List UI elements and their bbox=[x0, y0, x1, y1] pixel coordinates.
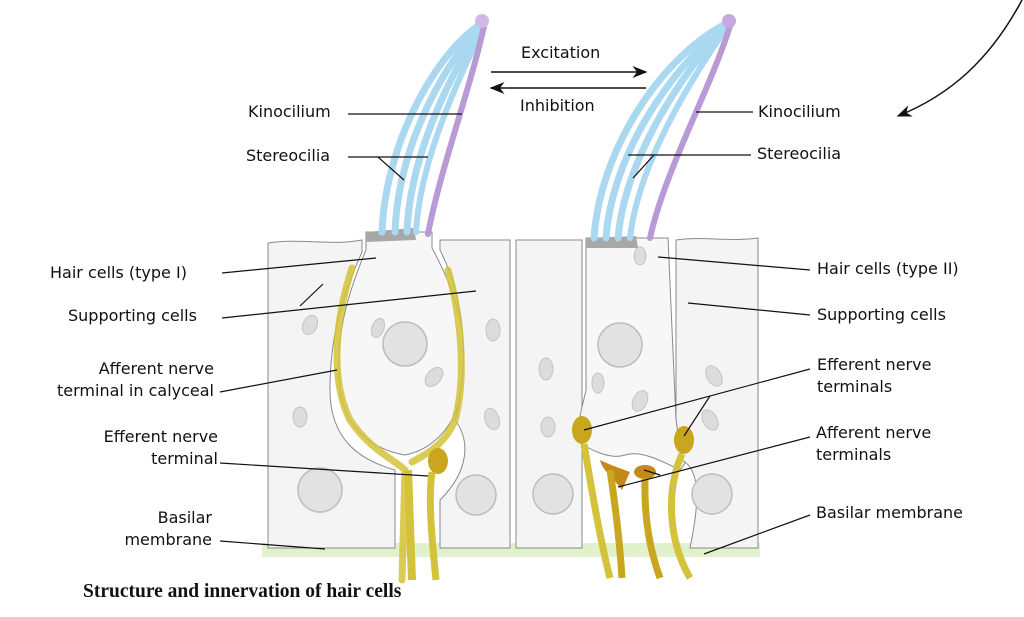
hair-cells-type-ii-label: Hair cells (type II) bbox=[817, 259, 959, 278]
basilar-membrane-line2: membrane bbox=[124, 530, 212, 549]
efferent-terminal-type-i bbox=[428, 448, 448, 474]
figure-caption: Structure and innervation of hair cells bbox=[83, 581, 402, 602]
stereocilia-label-right: Stereocilia bbox=[757, 144, 842, 163]
efferent-fiber-type-i bbox=[426, 471, 440, 581]
efferent-terminals-line1: Efferent nerve bbox=[817, 355, 932, 374]
kinocilium-label-right: Kinocilium bbox=[758, 102, 841, 121]
supporting-cells-label-right: Supporting cells bbox=[817, 305, 946, 324]
basilar-membrane-line1: Basilar bbox=[157, 508, 212, 527]
afferent-terminals-label: Afferent nerve terminals bbox=[816, 422, 931, 466]
efferent-terminals-label: Efferent nerve terminals bbox=[817, 354, 931, 398]
kinocilium-label-left: Kinocilium bbox=[248, 102, 331, 121]
leader-lines bbox=[219, 111, 811, 555]
supporting-cell-center bbox=[515, 239, 583, 549]
basilar-membrane-label-right: Basilar membrane bbox=[816, 503, 964, 522]
hair-bundle-right bbox=[590, 14, 736, 242]
afferent-calyceal-label: Afferent nerve terminal in calyceal bbox=[30, 358, 214, 402]
efferent-terminal-label: Efferent nerve terminal bbox=[40, 426, 218, 470]
excitation-label: Excitation bbox=[521, 43, 601, 62]
cuticular-plate-left bbox=[366, 228, 416, 242]
afferent-calyceal-line2: terminal in calyceal bbox=[57, 381, 214, 400]
nuclei bbox=[297, 321, 733, 516]
supporting-cells-label-left: Supporting cells bbox=[68, 306, 197, 325]
efferent-terminals-line2: terminals bbox=[817, 377, 893, 396]
efferent-terminal-line2: terminal bbox=[151, 449, 218, 468]
afferent-calyceal-line1: Afferent nerve bbox=[98, 359, 214, 378]
supporting-cell-right bbox=[675, 237, 759, 549]
afferent-fiber-type-i bbox=[404, 469, 416, 581]
stereocilia-label-left: Stereocilia bbox=[246, 146, 331, 165]
cuticular-plate-right bbox=[586, 236, 638, 248]
calyceal-afferent-terminal bbox=[333, 264, 465, 584]
basilar-membrane-label-left: Basilar membrane bbox=[60, 507, 212, 551]
efferent-terminal-line1: Efferent nerve bbox=[103, 427, 218, 446]
mitochondria bbox=[292, 246, 723, 438]
afferent-terminals-line1: Afferent nerve bbox=[816, 423, 932, 442]
afferent-terminals-line2: terminals bbox=[816, 445, 892, 464]
hair-cells-type-i-label: Hair cells (type I) bbox=[50, 263, 187, 282]
inhibition-label: Inhibition bbox=[520, 96, 595, 115]
type-ii-terminals bbox=[572, 416, 694, 580]
curved-arrow bbox=[896, 0, 1023, 117]
hair-bundle-left bbox=[378, 14, 489, 237]
